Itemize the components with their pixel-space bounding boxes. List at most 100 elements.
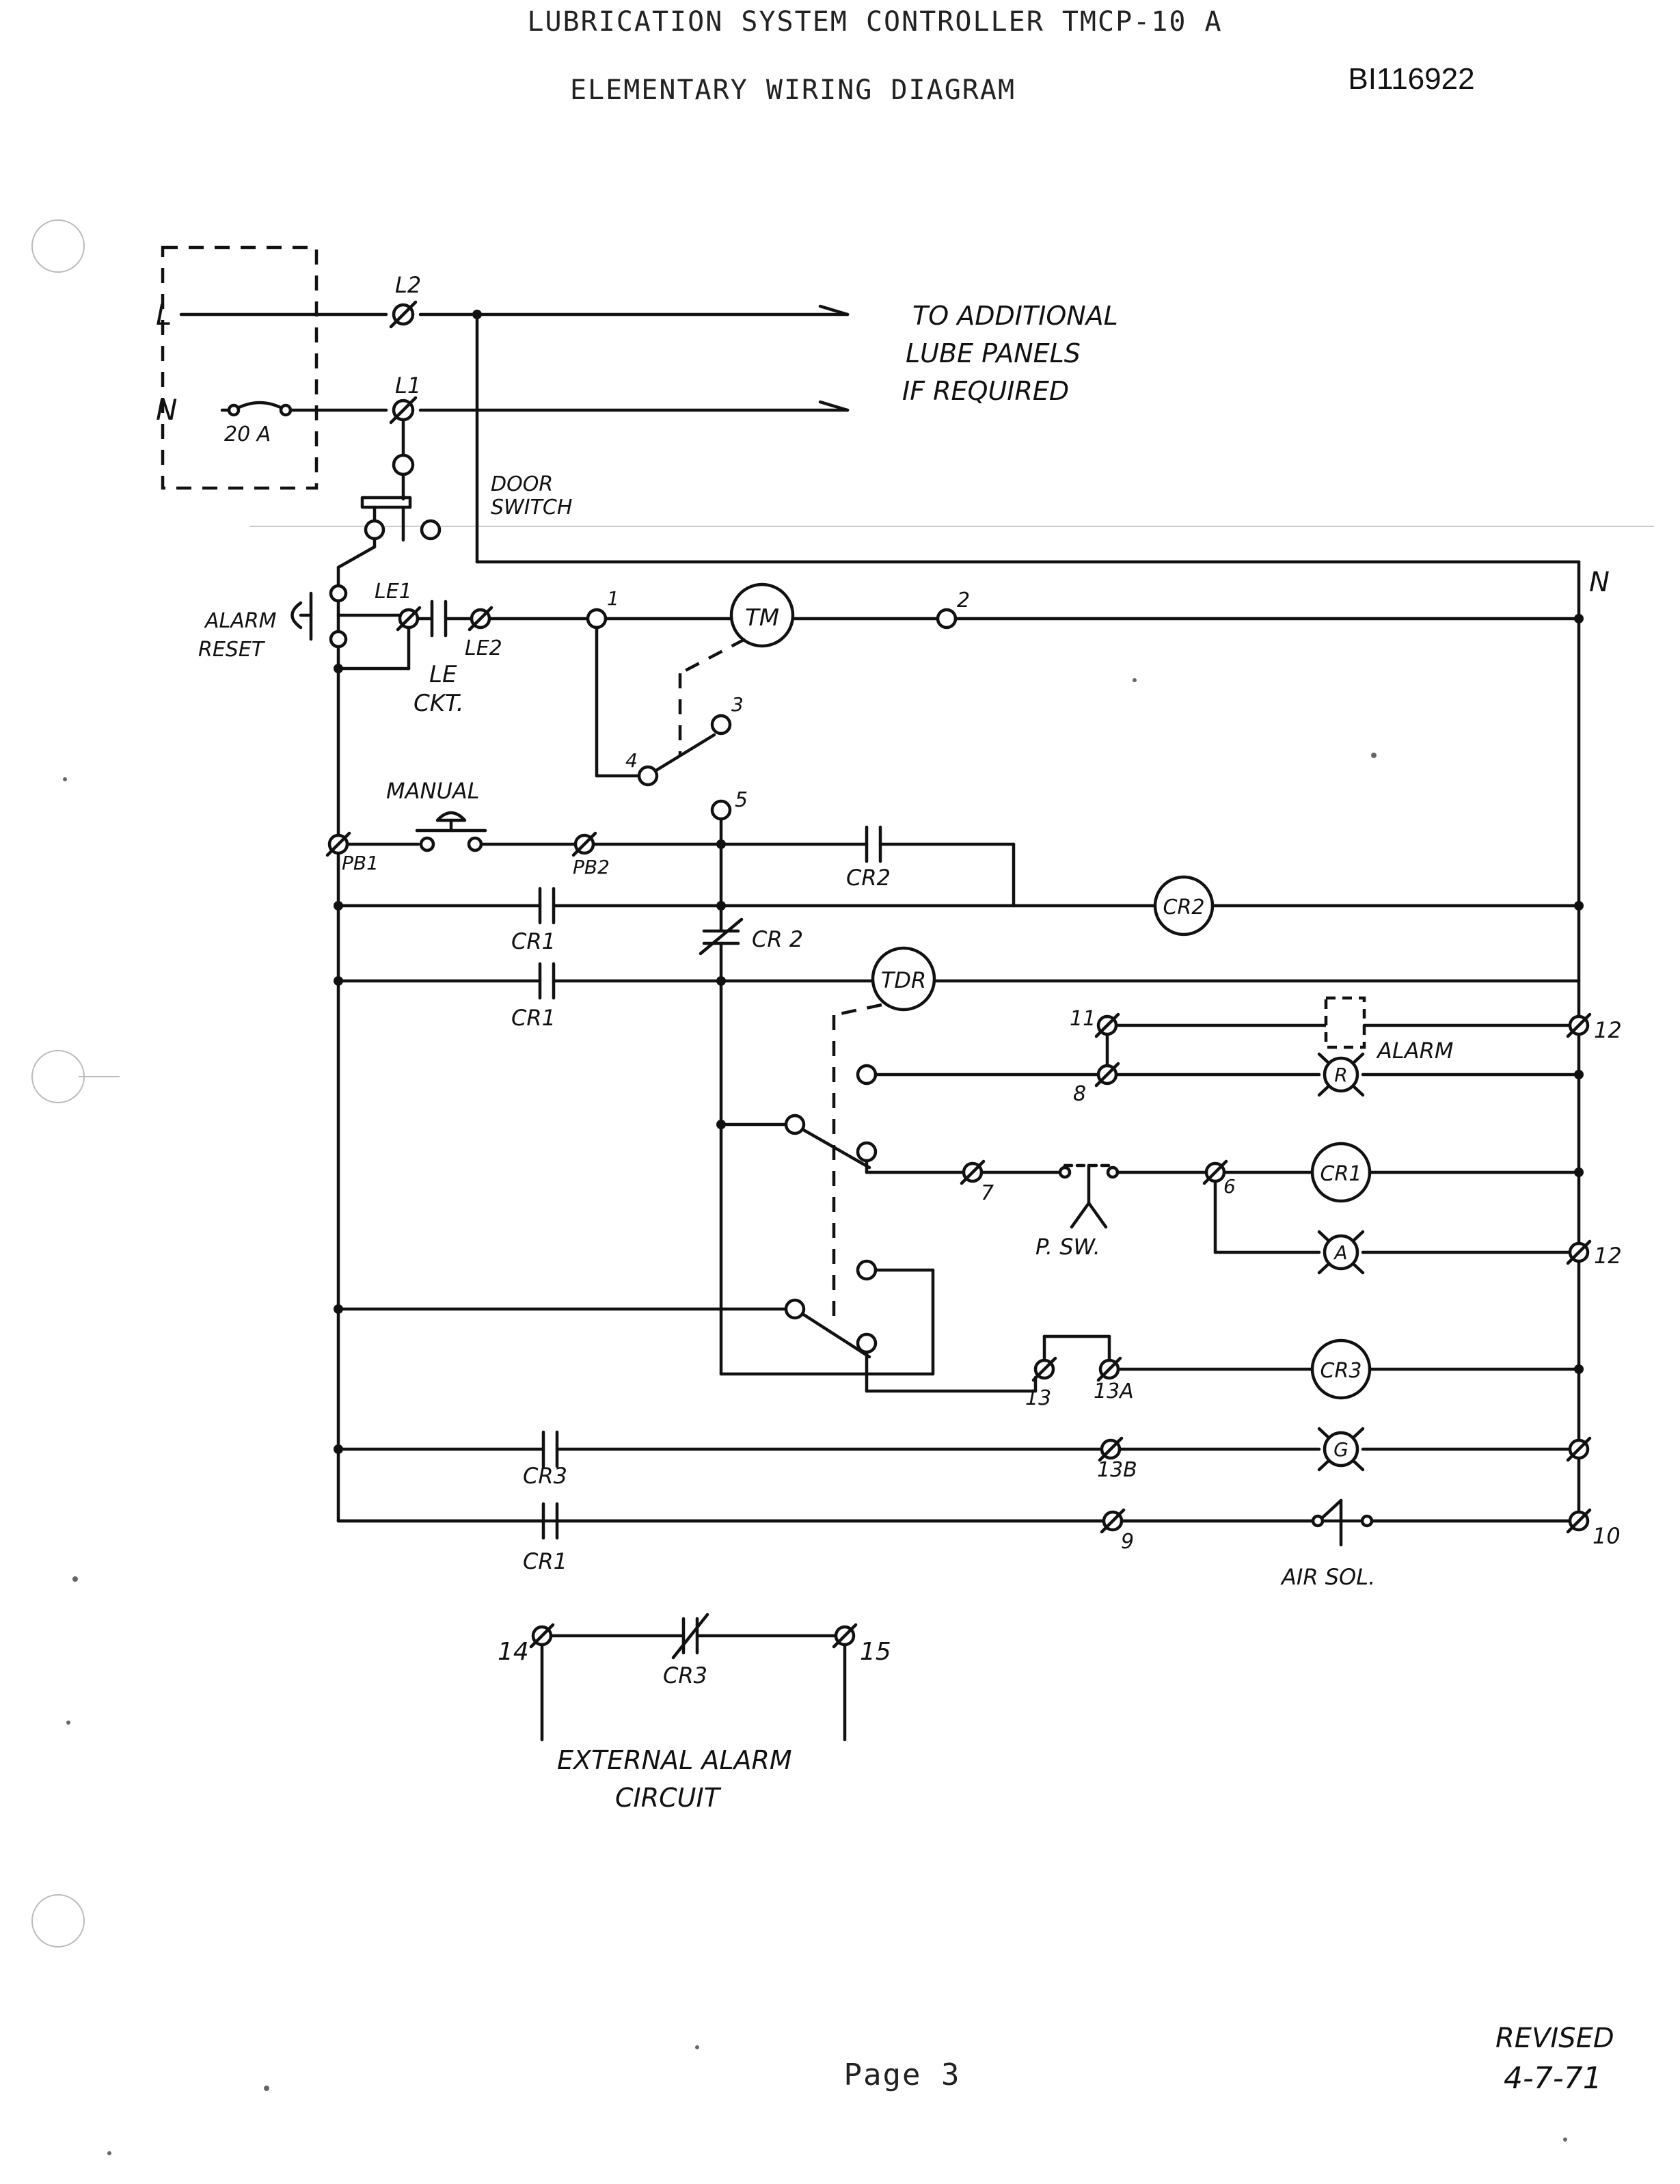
tdr-contact-terminal-R [856, 1064, 878, 1086]
terminal-1 [586, 608, 608, 630]
punch-hole-top [31, 219, 85, 273]
terminal-12-lamp [1566, 1239, 1592, 1265]
manual-pushbutton [415, 811, 487, 852]
cr3-contact [541, 1430, 559, 1468]
alarm-horn [1324, 996, 1366, 1049]
label-terminal-10: 10 [1593, 1523, 1621, 1549]
label-N-bus: N [1589, 567, 1610, 598]
document-title: LUBRICATION SYSTEM CONTROLLER TMCP-10 A [527, 6, 1222, 38]
label-terminal-3: 3 [731, 693, 744, 716]
label-terminal-4: 4 [625, 749, 638, 772]
label-PB2: PB2 [573, 856, 610, 878]
label-air-solenoid: AIR SOL. [1280, 1564, 1375, 1590]
terminal-L2 [389, 300, 418, 329]
terminal-N-lamp [1566, 1436, 1592, 1462]
label-pressure-switch: P. SW. [1035, 1234, 1100, 1260]
label-alarm-reset-2: RESET [198, 638, 266, 662]
terminal-2 [936, 608, 958, 630]
label-CR1-contact-a: CR1 [511, 928, 556, 954]
pressure-switch [1058, 1163, 1120, 1229]
label-LE-ckt-1: LE [429, 661, 457, 688]
revised-date: 4-7-71 [1504, 2061, 1602, 2096]
label-L1: L1 [395, 373, 421, 399]
label-door-switch-2: SWITCH [491, 496, 572, 520]
terminal-5 [710, 799, 732, 821]
label-terminal-6: 6 [1223, 1175, 1236, 1198]
terminal-LE2 [468, 606, 493, 632]
label-CR3-contact: CR3 [523, 1463, 567, 1489]
label-A: A [1333, 1241, 1347, 1264]
alarm-reset-pushbutton [290, 584, 411, 671]
green-lamp-G [1317, 1427, 1365, 1472]
label-PB1: PB1 [342, 852, 379, 874]
timer-motor-TM [729, 582, 795, 648]
terminal-10 [1566, 1508, 1592, 1534]
page-number: Page 3 [844, 2058, 961, 2092]
note-additional-1: TO ADDITIONAL [912, 301, 1118, 331]
tdr-contact-lower [784, 1259, 878, 1359]
terminal-12-alarm [1566, 1012, 1592, 1038]
terminal-3 [710, 714, 732, 736]
label-terminal-13: 13 [1025, 1386, 1051, 1410]
label-terminal-8: 8 [1073, 1082, 1086, 1106]
label-external-alarm-2: CIRCUIT [615, 1783, 722, 1813]
terminal-8 [1094, 1062, 1120, 1088]
label-terminal-12-alarm: 12 [1594, 1017, 1622, 1043]
label-terminal-2: 2 [957, 589, 970, 612]
label-manual: MANUAL [386, 778, 480, 804]
label-alarm-reset-1: ALARM [204, 609, 277, 633]
fuse-rating: 20 A [224, 422, 271, 446]
label-G: G [1333, 1438, 1349, 1461]
label-CR3-nc: CR3 [663, 1662, 707, 1688]
label-TDR: TDR [881, 967, 926, 993]
punch-hole-bottom [31, 1894, 85, 1947]
label-terminal-11: 11 [1070, 1007, 1096, 1031]
air-solenoid [1311, 1498, 1374, 1547]
tdr-contact-upper [784, 1114, 878, 1170]
label-LE-ckt-2: CKT. [414, 690, 464, 717]
label-LE1: LE1 [375, 580, 412, 604]
document-subtitle: ELEMENTARY WIRING DIAGRAM [570, 75, 1016, 106]
label-CR1-contact-c: CR1 [523, 1548, 567, 1574]
label-R: R [1334, 1064, 1347, 1086]
amber-lamp-A [1317, 1230, 1365, 1275]
label-alarm: ALARM [1376, 1038, 1453, 1064]
label-L: L [156, 298, 172, 332]
revised-label: REVISED [1495, 2023, 1614, 2054]
document-id: BI116922 [1348, 62, 1474, 96]
label-terminal-14: 14 [498, 1638, 529, 1666]
note-additional-3: IF REQUIRED [902, 376, 1069, 406]
punch-hole-middle [31, 1050, 85, 1103]
cr2-holding-contact [865, 825, 882, 863]
label-TM: TM [745, 604, 779, 632]
label-CR2-coil: CR2 [1163, 895, 1205, 919]
terminal-7 [960, 1159, 986, 1185]
label-door-switch-1: DOOR [491, 472, 553, 496]
label-terminal-12-lamp: 12 [1594, 1243, 1622, 1269]
label-terminal-13A: 13A [1094, 1379, 1134, 1403]
cr1-contact-a [538, 887, 556, 925]
label-terminal-7: 7 [981, 1181, 994, 1205]
label-LE2: LE2 [465, 636, 502, 660]
label-terminal-9: 9 [1121, 1530, 1134, 1554]
note-additional-2: LUBE PANELS [906, 338, 1081, 368]
red-lamp-R [1317, 1052, 1365, 1097]
label-external-alarm-1: EXTERNAL ALARM [557, 1745, 792, 1775]
terminal-4 [637, 765, 659, 787]
label-CR1-contact-b: CR1 [511, 1005, 556, 1031]
label-CR2-nc: CR 2 [752, 926, 803, 952]
label-CR3-coil: CR3 [1320, 1359, 1362, 1383]
label-terminal-15: 15 [860, 1638, 891, 1666]
terminal-L1 [389, 396, 418, 424]
label-L2: L2 [395, 272, 421, 298]
le-contact [430, 599, 448, 638]
supply-box [161, 245, 319, 490]
label-terminal-13B: 13B [1097, 1458, 1137, 1482]
label-N: N [156, 393, 177, 427]
label-terminal-5: 5 [735, 788, 748, 812]
label-CR1-coil: CR1 [1320, 1162, 1362, 1186]
label-CR2-contact: CR2 [846, 865, 891, 891]
cr1-contact-b [538, 962, 556, 1000]
scan-noise [63, 678, 1567, 2155]
time-delay-relay-TDR [871, 946, 936, 1012]
